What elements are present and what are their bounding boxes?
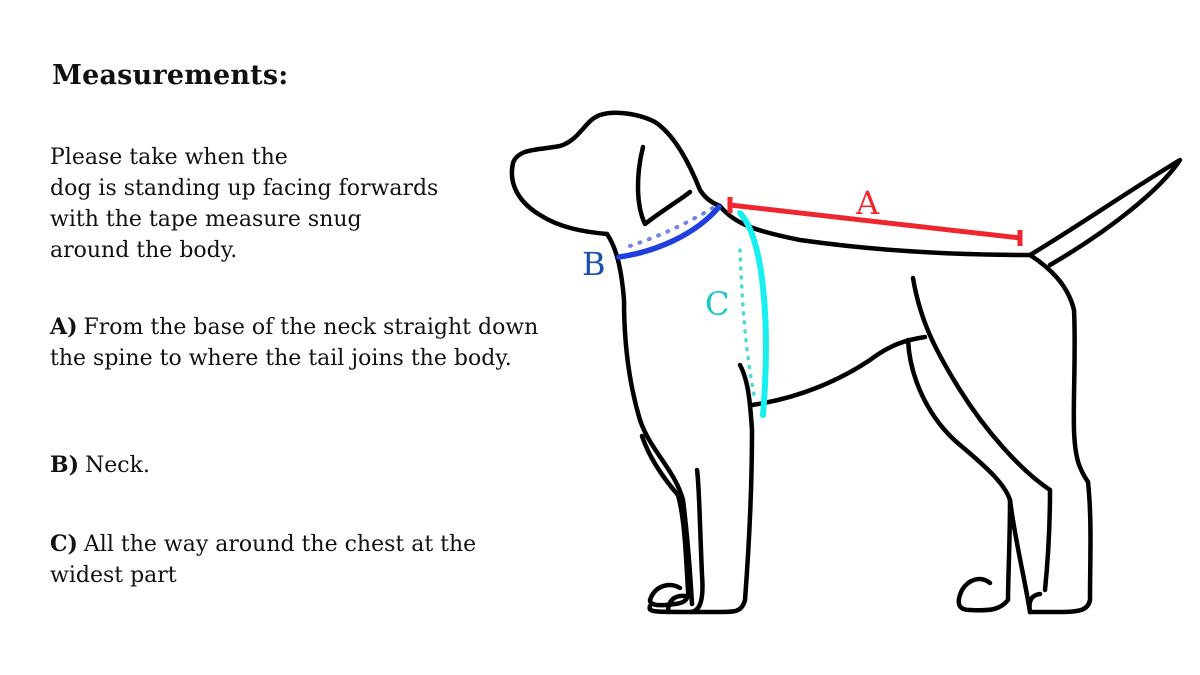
measurement-c: C (705, 210, 769, 418)
instruction-c: C)All the way around the chest at the wi… (50, 529, 490, 591)
instruction-key: B) (50, 452, 80, 478)
measurement-a: A (727, 184, 1023, 246)
instruction-key: C) (50, 531, 78, 557)
measurement-b: B (582, 204, 722, 283)
label-a: A (855, 184, 880, 222)
label-b: B (582, 245, 606, 283)
measurement-c-back (738, 248, 757, 402)
intro-line: Please take when the (50, 145, 288, 170)
intro-text: Please take when the dog is standing up … (50, 142, 490, 266)
page-title: Measurements: (52, 60, 289, 91)
measurement-a-line (727, 202, 1023, 241)
instruction-text: All the way around the chest at the wide… (50, 532, 477, 588)
measurement-b-front (616, 204, 722, 260)
intro-line: around the body. (50, 238, 238, 263)
instruction-key: A) (50, 314, 78, 340)
instruction-text: From the base of the neck straight down … (50, 315, 539, 371)
instruction-a: A)From the base of the neck straight dow… (50, 312, 570, 374)
label-c: C (705, 285, 729, 323)
measurement-c-front (737, 210, 769, 418)
instruction-b: B)Neck. (50, 450, 150, 481)
instruction-text: Neck. (85, 453, 150, 478)
measurement-b-back (628, 204, 718, 248)
intro-line: dog is standing up facing forwards (50, 176, 439, 201)
dog-outline (509, 110, 1183, 615)
intro-line: with the tape measure snug (50, 207, 362, 232)
